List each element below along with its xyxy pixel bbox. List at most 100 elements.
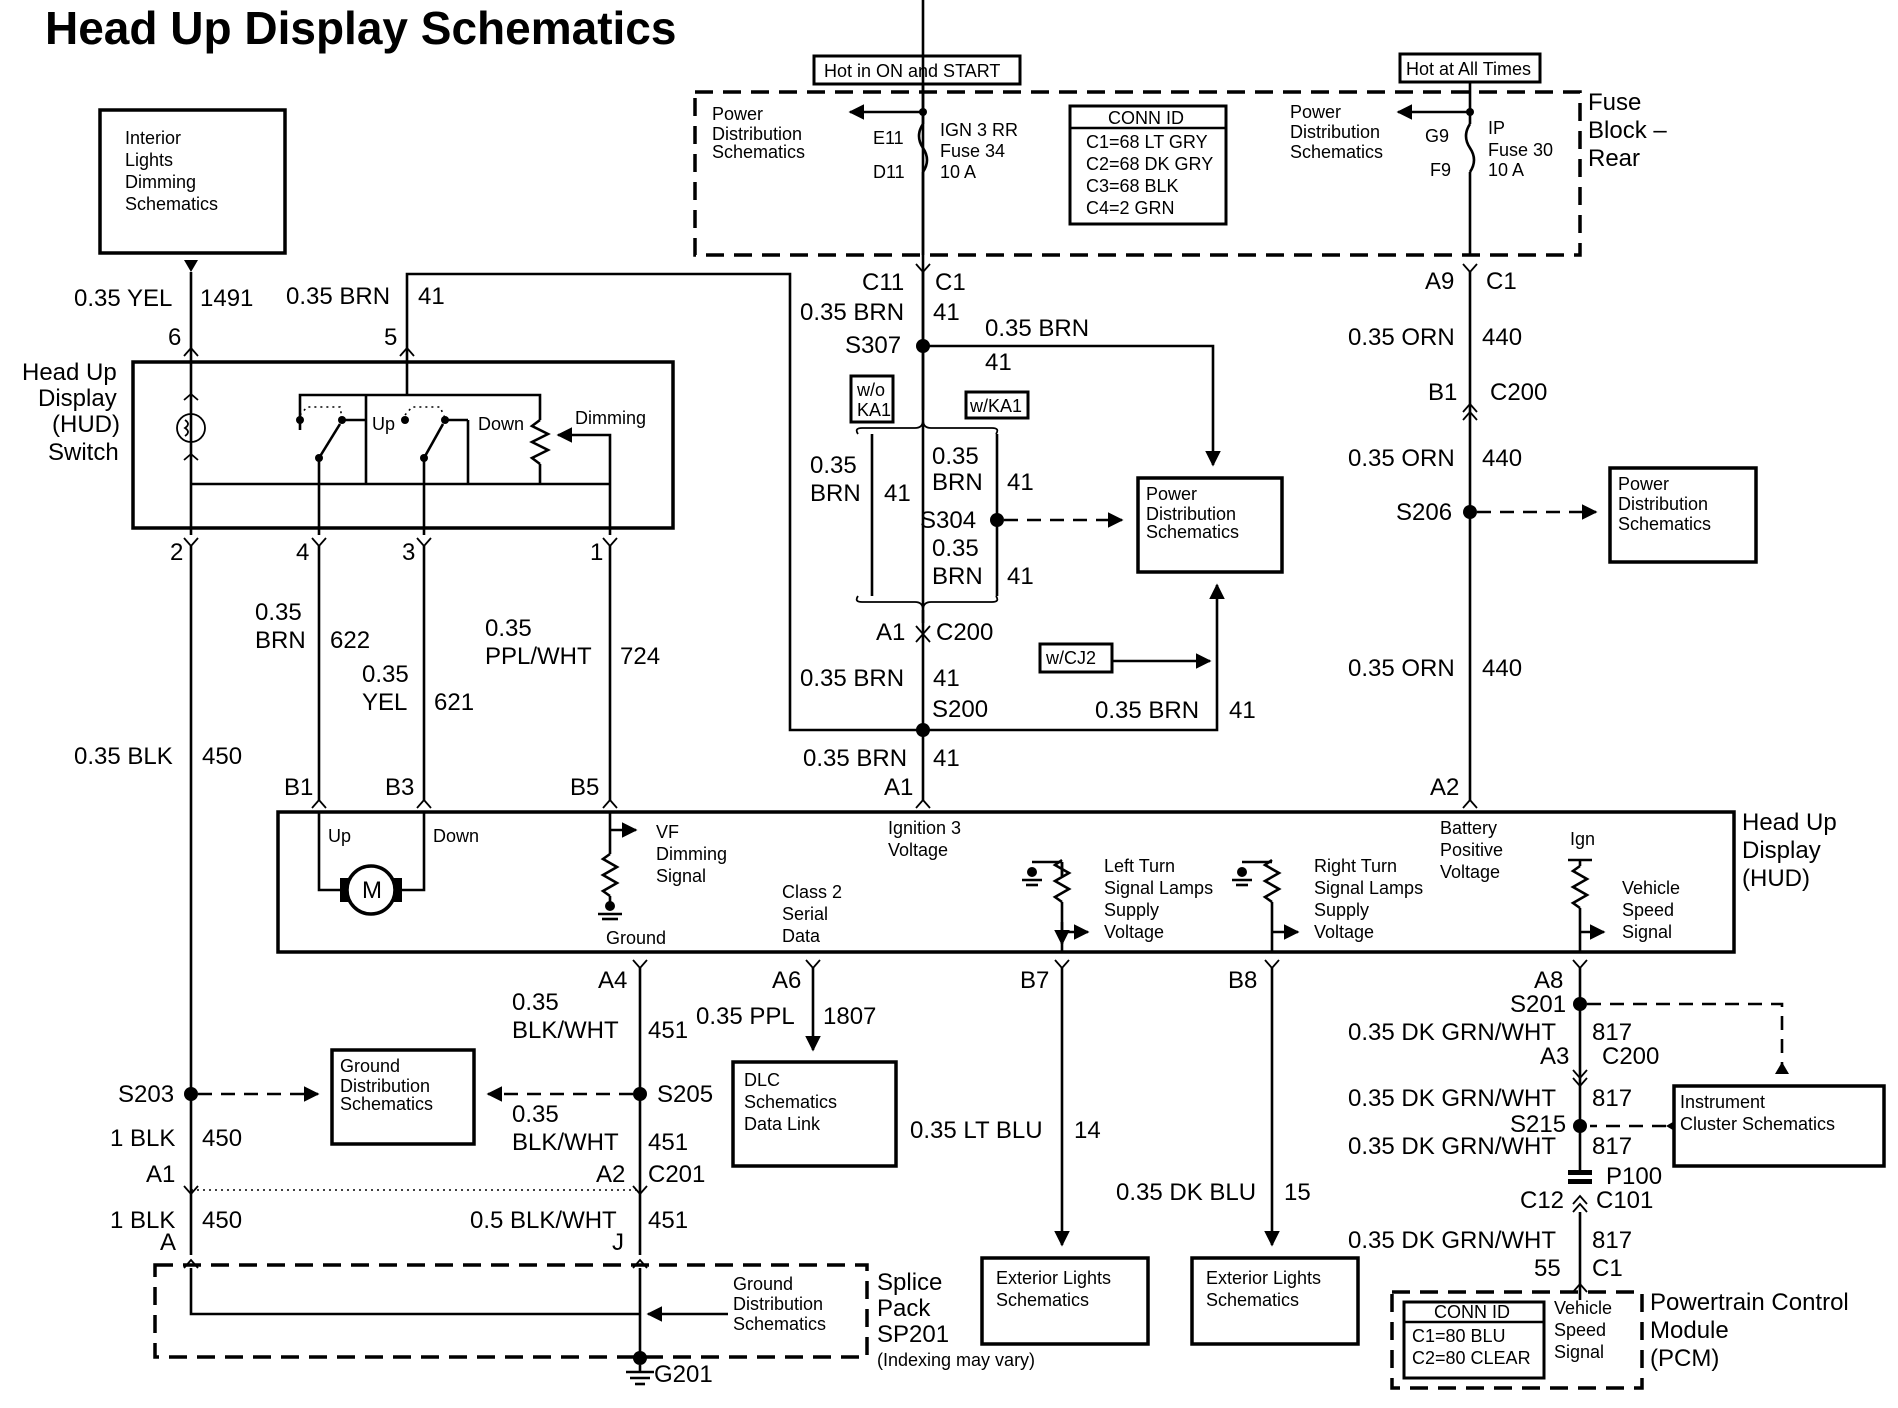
svg-text:Splice: Splice bbox=[877, 1269, 942, 1296]
ground-g201-label: G201 bbox=[654, 1361, 713, 1388]
hud-pin-b5: B5 bbox=[570, 774, 599, 801]
switch-pin-3: 3 bbox=[402, 539, 415, 566]
svg-text:C1=68 LT GRY: C1=68 LT GRY bbox=[1086, 132, 1208, 152]
svg-text:Supply: Supply bbox=[1104, 900, 1159, 920]
svg-text:0.35: 0.35 bbox=[362, 661, 409, 688]
wire-label-brn-622: 0.35 BRN 622 bbox=[255, 599, 370, 654]
option-w-cj2-label: w/CJ2 bbox=[1045, 648, 1096, 668]
svg-text:Serial: Serial bbox=[782, 904, 828, 924]
splice-s304 bbox=[990, 513, 1004, 527]
wire-label-blkwht-451-top: 0.35 BLK/WHT 451 bbox=[512, 989, 688, 1044]
svg-text:1 BLK: 1 BLK bbox=[110, 1207, 175, 1234]
hud-down-label: Down bbox=[433, 826, 479, 846]
svg-text:BRN: BRN bbox=[255, 627, 306, 654]
splice-s215-label: S215 bbox=[1510, 1111, 1566, 1138]
svg-text:0.35: 0.35 bbox=[932, 535, 979, 562]
switch-pin-1: 1 bbox=[590, 539, 603, 566]
svg-text:0.35 BRN: 0.35 BRN bbox=[286, 283, 390, 310]
svg-text:0.35: 0.35 bbox=[512, 1101, 559, 1128]
right-turn-label: Right Turn Signal Lamps Supply Voltage bbox=[1314, 856, 1423, 942]
svg-text:Power: Power bbox=[1290, 102, 1341, 122]
svg-text:Dimming: Dimming bbox=[656, 844, 727, 864]
connector-a3-c200: A3 bbox=[1540, 1043, 1569, 1070]
connector-a1-c201: A1 bbox=[146, 1161, 175, 1188]
svg-text:450: 450 bbox=[202, 1125, 242, 1152]
hud-vss-label: Vehicle Speed Signal bbox=[1622, 878, 1680, 942]
svg-text:Signal: Signal bbox=[1554, 1342, 1604, 1362]
battery-positive-label: Battery Positive Voltage bbox=[1440, 818, 1503, 882]
svg-text:PPL/WHT: PPL/WHT bbox=[485, 643, 592, 670]
wire-label-orn-440-mid: 0.35 ORN 440 bbox=[1348, 445, 1522, 472]
svg-text:41: 41 bbox=[418, 283, 445, 310]
hud-pin-a1: A1 bbox=[884, 774, 913, 801]
wire-label-orn-440-bottom: 0.35 ORN 440 bbox=[1348, 655, 1522, 682]
svg-text:0.35 BRN: 0.35 BRN bbox=[985, 315, 1089, 342]
svg-text:Schematics: Schematics bbox=[1146, 522, 1239, 542]
vf-dimming-label: VF Dimming Signal bbox=[656, 822, 727, 886]
power-distribution-label-2: Power Distribution Schematics bbox=[1290, 102, 1383, 162]
connector-b1-c200: B1 bbox=[1428, 379, 1457, 406]
connector-c101: C101 bbox=[1596, 1187, 1653, 1214]
svg-text:0.35 ORN: 0.35 ORN bbox=[1348, 445, 1455, 472]
hud-lamp-icon bbox=[176, 413, 206, 443]
connector-c201: C201 bbox=[648, 1161, 705, 1188]
hud-pin-b7: B7 bbox=[1020, 967, 1049, 994]
svg-text:BRN: BRN bbox=[810, 480, 861, 507]
switch-pin-4: 4 bbox=[296, 539, 309, 566]
svg-text:0.35 BRN: 0.35 BRN bbox=[803, 745, 907, 772]
wire-label-ppl-1807: 0.35 PPL 1807 bbox=[696, 1003, 876, 1030]
svg-text:724: 724 bbox=[620, 643, 660, 670]
svg-text:Block –: Block – bbox=[1588, 117, 1667, 144]
svg-text:Exterior Lights: Exterior Lights bbox=[1206, 1268, 1321, 1288]
svg-text:DLC: DLC bbox=[744, 1070, 780, 1090]
ignition-label: Ignition 3 Voltage bbox=[888, 818, 961, 860]
svg-text:817: 817 bbox=[1592, 1227, 1632, 1254]
option-wo-ka1-box bbox=[849, 374, 895, 424]
splice-s205-label: S205 bbox=[657, 1081, 713, 1108]
fuse-pin-g9: G9 bbox=[1425, 126, 1449, 146]
svg-text:Speed: Speed bbox=[1622, 900, 1674, 920]
pcm-vss-label: Vehicle Speed Signal bbox=[1554, 1298, 1612, 1362]
splice-s215 bbox=[1573, 1119, 1587, 1133]
hud-ground-label: Ground bbox=[606, 928, 666, 948]
connector-c1-pcm: C1 bbox=[1592, 1255, 1623, 1282]
wire-label-yel-621: 0.35 YEL 621 bbox=[362, 661, 474, 716]
hot-on-start-label: Hot in ON and START bbox=[824, 61, 1000, 81]
pcm-pin-55: 55 bbox=[1534, 1255, 1561, 1282]
hud-pin-a8: A8 bbox=[1534, 967, 1563, 994]
svg-text:Powertrain Control: Powertrain Control bbox=[1650, 1289, 1849, 1316]
fuse-30-icon bbox=[1464, 123, 1476, 173]
interior-lights-box bbox=[98, 108, 287, 255]
switch-up-label: Up bbox=[372, 414, 395, 434]
up-switch-contact bbox=[317, 423, 342, 459]
svg-text:Cluster Schematics: Cluster Schematics bbox=[1680, 1114, 1835, 1134]
instrument-cluster-box bbox=[1672, 1084, 1886, 1168]
svg-text:0.35 BRN: 0.35 BRN bbox=[800, 665, 904, 692]
splice-pack-outline bbox=[153, 1263, 869, 1359]
exterior-lights-box-right bbox=[1190, 1256, 1360, 1346]
svg-text:451: 451 bbox=[648, 1017, 688, 1044]
svg-text:Schematics: Schematics bbox=[1290, 142, 1383, 162]
svg-text:Schematics: Schematics bbox=[712, 142, 805, 162]
svg-text:(HUD): (HUD) bbox=[52, 411, 120, 438]
svg-text:0.35: 0.35 bbox=[932, 443, 979, 470]
svg-text:C1=80 BLU: C1=80 BLU bbox=[1412, 1326, 1506, 1346]
svg-text:Rear: Rear bbox=[1588, 145, 1640, 172]
exterior-lights-box-right-label: Exterior Lights Schematics bbox=[1206, 1268, 1321, 1310]
hud-pin-a4: A4 bbox=[598, 967, 627, 994]
svg-text:10 A: 10 A bbox=[1488, 160, 1524, 180]
svg-text:0.35 ORN: 0.35 ORN bbox=[1348, 655, 1455, 682]
svg-text:Distribution: Distribution bbox=[712, 124, 802, 144]
motor-label: M bbox=[362, 877, 382, 904]
wire-label-brn-41-branch: 0.35 BRN 41 bbox=[985, 315, 1089, 376]
svg-text:10 A: 10 A bbox=[940, 162, 976, 182]
svg-text:Dimming: Dimming bbox=[125, 172, 196, 192]
svg-text:621: 621 bbox=[434, 689, 474, 716]
svg-text:Fuse: Fuse bbox=[1588, 89, 1641, 116]
svg-text:0.5 BLK/WHT: 0.5 BLK/WHT bbox=[470, 1207, 617, 1234]
wire-label-brn-41-w-ka1-lower: 0.35 BRN 41 bbox=[932, 535, 1034, 590]
svg-text:(PCM): (PCM) bbox=[1650, 1345, 1719, 1372]
svg-text:Exterior Lights: Exterior Lights bbox=[996, 1268, 1111, 1288]
wire-label-dkgrn-817-2: 0.35 DK GRN/WHT 817 bbox=[1348, 1085, 1632, 1112]
hud-pin-a2: A2 bbox=[1430, 774, 1459, 801]
